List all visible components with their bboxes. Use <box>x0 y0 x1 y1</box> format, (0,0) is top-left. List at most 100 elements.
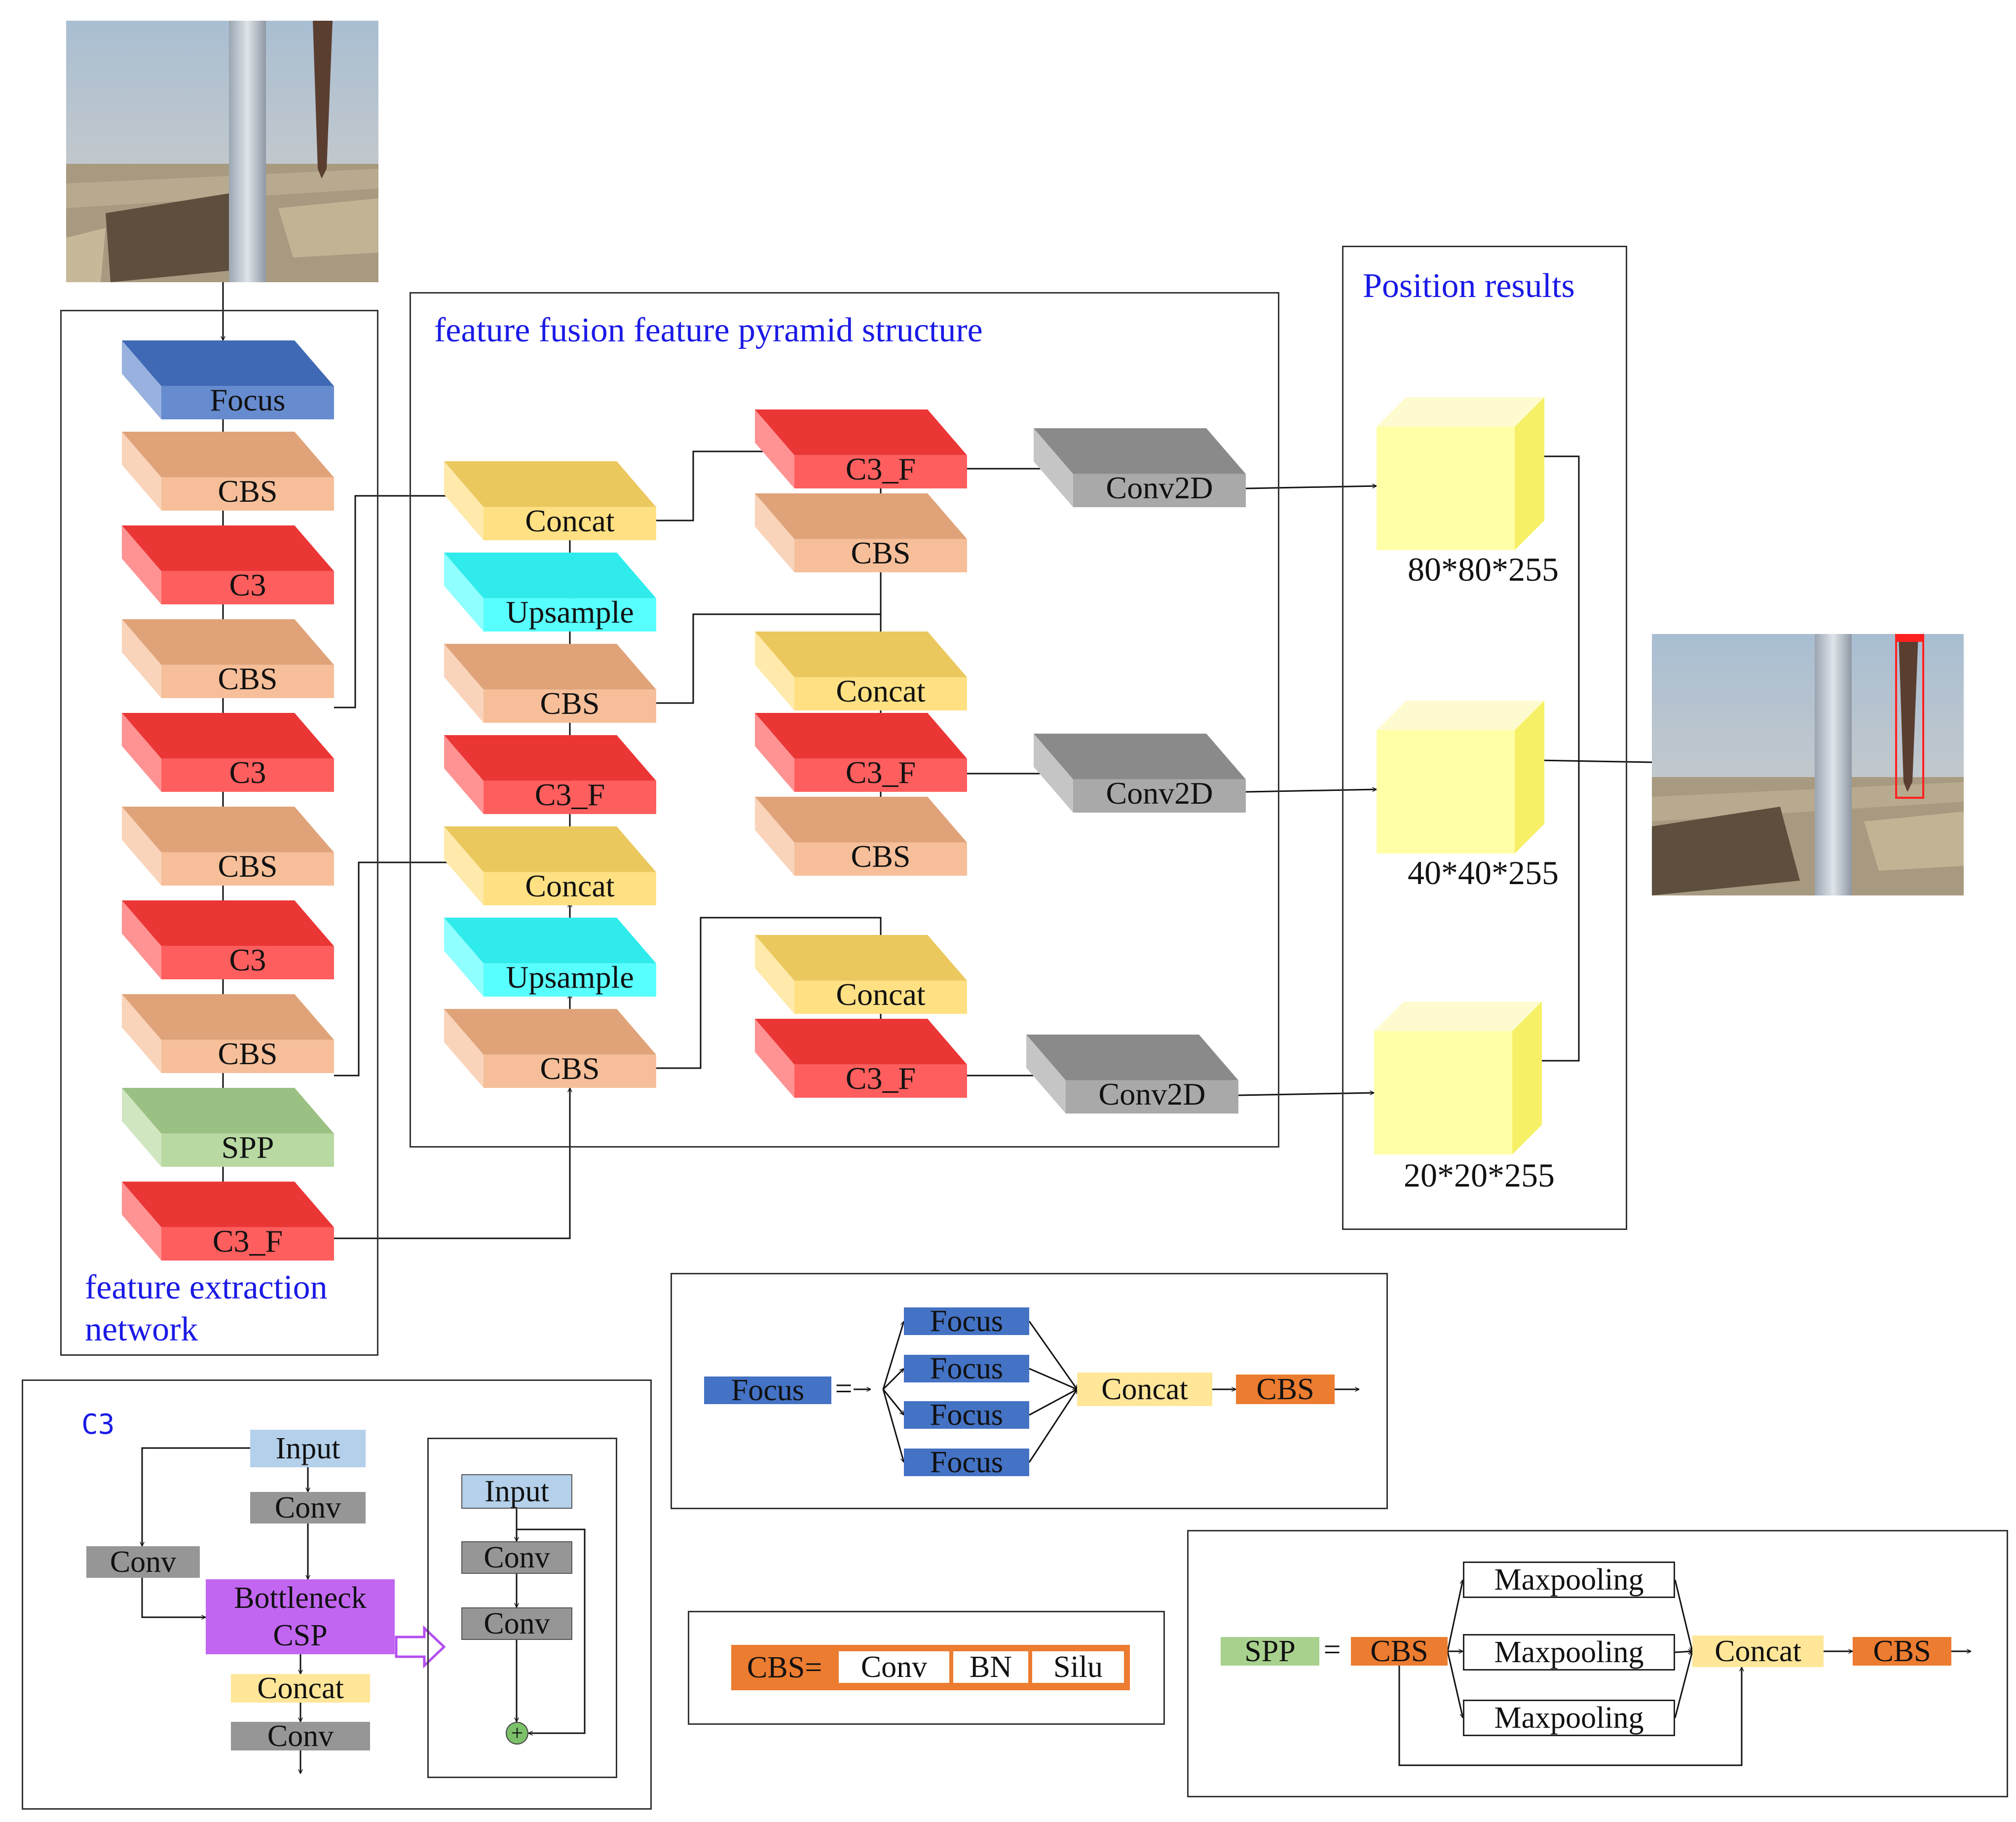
neck-left-block-6-label: Upsample <box>506 960 634 995</box>
neck-right-block-5: CBS <box>755 797 967 876</box>
spp-detail-region <box>1187 1530 2008 1797</box>
cbs-part-bn: BN <box>953 1650 1028 1684</box>
backbone-block-10-label: C3_F <box>212 1224 283 1259</box>
backbone-block-9: SPP <box>122 1088 334 1167</box>
neck-right-block-1: C3_F <box>755 409 967 488</box>
bottleneck-conv-2: Conv <box>461 1607 572 1640</box>
result-image <box>1652 634 1964 895</box>
backbone-block-5: C3 <box>122 713 334 792</box>
focus-detail-region <box>671 1273 1388 1509</box>
spp-maxpool-3: Maxpooling <box>1463 1700 1675 1736</box>
conv2d-head-1: Conv2D <box>1034 428 1246 507</box>
extraction-title-line2: network <box>85 1310 198 1348</box>
focus-detail-eq: = <box>835 1372 853 1406</box>
c3-detail-title: C3 <box>81 1409 115 1441</box>
neck-left-block-3-label: CBS <box>540 686 600 721</box>
backbone-block-8-label: CBS <box>218 1036 278 1071</box>
neck-right-block-4-label: C3_F <box>845 755 916 790</box>
neck-right-block-7-label: C3_F <box>845 1061 916 1096</box>
output-dim-40: 40*40*255 <box>1408 854 1559 892</box>
neck-left-block-6: Upsample <box>444 918 656 997</box>
focus-detail-cbs: CBS <box>1236 1373 1335 1406</box>
neck-left-block-4: C3_F <box>444 735 656 814</box>
cbs-part-conv: Conv <box>839 1650 949 1684</box>
c3-bottleneck-line1: Bottleneck <box>234 1581 367 1615</box>
c3-conv-bottom: Conv <box>231 1719 370 1753</box>
backbone-block-8: CBS <box>122 994 334 1073</box>
feature-fusion-region <box>410 292 1279 1148</box>
output-cube-1 <box>1377 397 1544 550</box>
c3-input: Input <box>250 1430 366 1467</box>
neck-right-block-7: C3_F <box>755 1019 967 1098</box>
neck-left-block-5: Concat <box>444 826 656 905</box>
backbone-block-7-label: C3 <box>229 942 266 977</box>
c3-conv-left: Conv <box>86 1545 200 1579</box>
backbone-block-9-label: SPP <box>221 1130 274 1165</box>
neck-right-block-3-label: Concat <box>836 673 926 708</box>
neck-left-block-2: Upsample <box>444 553 656 632</box>
backbone-block-1-label: Focus <box>210 382 286 417</box>
spp-detail-cbs-out: CBS <box>1853 1635 1951 1668</box>
spp-detail-lhs: SPP <box>1221 1635 1319 1668</box>
bottleneck-input: Input <box>461 1474 572 1509</box>
conv2d-head-2-label: Conv2D <box>1106 776 1213 811</box>
conv2d-head-3: Conv2D <box>1026 1035 1238 1114</box>
neck-right-block-6: Concat <box>755 935 967 1014</box>
feature-extraction-region <box>60 310 378 1356</box>
position-title: Position results <box>1363 267 1575 305</box>
backbone-block-4-label: CBS <box>218 661 278 696</box>
c3-concat: Concat <box>231 1672 370 1705</box>
backbone-block-1: Focus <box>122 340 334 419</box>
bottleneck-conv-1: Conv <box>461 1541 572 1574</box>
spp-maxpool-1: Maxpooling <box>1463 1562 1675 1598</box>
neck-left-block-5-label: Concat <box>525 868 615 903</box>
neck-right-block-2: CBS <box>755 493 967 572</box>
c3-detail-region <box>22 1379 652 1810</box>
neck-left-block-7-label: CBS <box>540 1051 600 1086</box>
position-results-region <box>1342 246 1627 1230</box>
output-cube-2 <box>1377 701 1544 854</box>
backbone-block-2-label: CBS <box>218 474 278 509</box>
spp-detail-cbs-in: CBS <box>1351 1635 1448 1668</box>
conv2d-head-3-label: Conv2D <box>1098 1077 1206 1112</box>
backbone-block-4: CBS <box>122 619 334 698</box>
backbone-block-3-label: C3 <box>229 567 266 602</box>
neck-right-block-4: C3_F <box>755 713 967 792</box>
spp-detail-concat: Concat <box>1692 1635 1824 1668</box>
neck-left-block-3: CBS <box>444 644 656 723</box>
focus-branch-3: Focus <box>904 1398 1029 1432</box>
backbone-block-7: C3 <box>122 900 334 979</box>
c3-bottleneck-line2: CSP <box>273 1619 328 1652</box>
neck-left-block-1-label: Concat <box>525 503 615 538</box>
backbone-block-5-label: C3 <box>229 755 266 790</box>
focus-detail-lhs: Focus <box>704 1374 831 1407</box>
neck-left-block-2-label: Upsample <box>506 595 634 630</box>
output-dim-80: 80*80*255 <box>1408 551 1559 588</box>
focus-branch-4: Focus <box>904 1446 1029 1479</box>
backbone-block-2: CBS <box>122 432 334 511</box>
c3-conv-top: Conv <box>250 1491 366 1525</box>
cbs-detail-region <box>688 1611 1165 1725</box>
cbs-detail-lhs: CBS= <box>747 1650 822 1684</box>
neck-right-block-2-label: CBS <box>851 535 911 570</box>
neck-left-block-7: CBS <box>444 1009 656 1088</box>
neck-right-block-3: Concat <box>755 632 967 710</box>
input-image <box>66 21 378 282</box>
conv2d-head-2: Conv2D <box>1034 734 1246 813</box>
neck-right-block-5-label: CBS <box>851 839 911 874</box>
neck-left-block-4-label: C3_F <box>534 777 605 812</box>
focus-branch-2: Focus <box>904 1352 1029 1385</box>
focus-detail-concat: Concat <box>1077 1373 1212 1406</box>
spp-detail-eq: = <box>1323 1633 1341 1667</box>
bottleneck-detail-region <box>427 1438 617 1778</box>
neck-left-block-1: Concat <box>444 461 656 540</box>
bottleneck-add-icon: + <box>506 1722 528 1745</box>
fusion-title: feature fusion feature pyramid structure <box>434 311 983 349</box>
focus-branch-1: Focus <box>904 1304 1029 1338</box>
conv2d-head-1-label: Conv2D <box>1106 470 1213 505</box>
spp-maxpool-2: Maxpooling <box>1463 1634 1675 1671</box>
backbone-block-3: C3 <box>122 525 334 604</box>
extraction-title-line1: feature extraction <box>85 1268 328 1306</box>
output-cube-3 <box>1374 1002 1542 1154</box>
